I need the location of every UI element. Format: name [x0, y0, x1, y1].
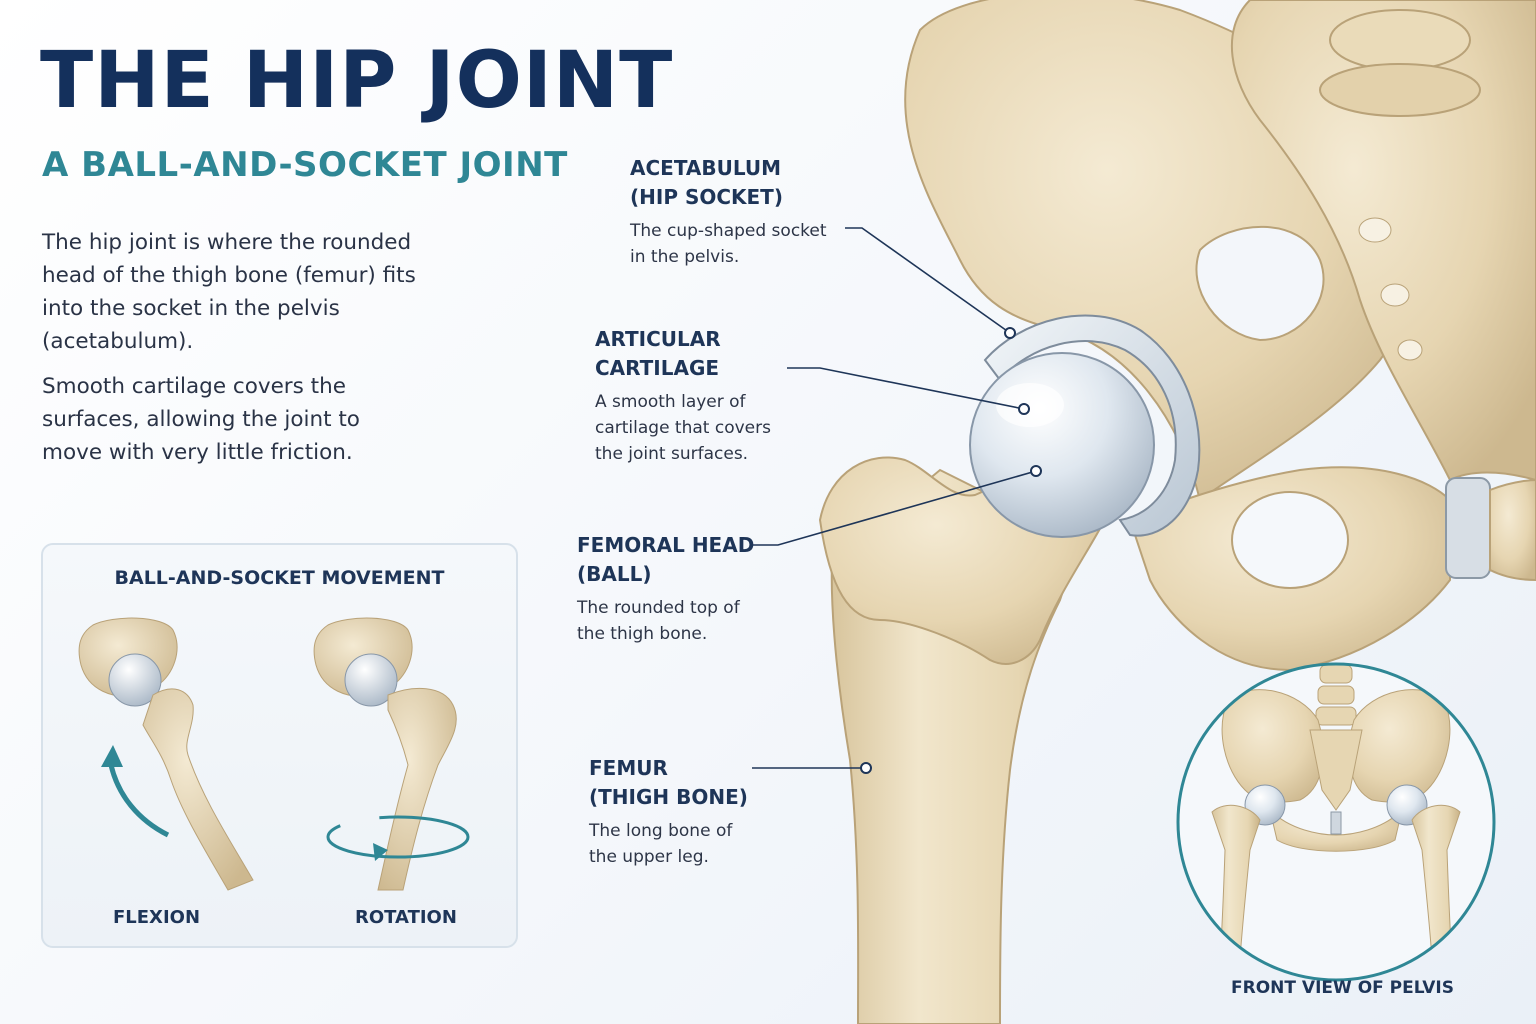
flexion-figure — [78, 617, 254, 891]
sacroiliac-foramen — [1195, 225, 1325, 342]
label-cartilage: ARTICULAR CARTILAGE A smooth layer of ca… — [595, 325, 771, 467]
leader-acetabulum — [845, 227, 1011, 334]
label-femur-title: FEMUR (THIGH BONE) — [589, 756, 748, 809]
label-cartilage-title: ARTICULAR CARTILAGE — [595, 327, 721, 380]
label-femoral-head-title: FEMORAL HEAD (BALL) — [577, 533, 755, 586]
label-femur: FEMUR (THIGH BONE) The long bone of the … — [589, 754, 748, 870]
leader-femoral-head — [752, 470, 1037, 546]
leader-cartilage — [787, 367, 1025, 410]
intro-paragraph-1: The hip joint is where the rounded head … — [42, 230, 416, 354]
femoral-head — [969, 352, 1155, 538]
page-title: THE HIP JOINT — [40, 36, 674, 126]
inset-caption: FRONT VIEW OF PELVIS — [1231, 978, 1454, 998]
front-pelvis-inset — [1178, 664, 1494, 980]
label-femur-desc: The long bone of the upper leg. — [589, 821, 733, 867]
movement-panel: BALL-AND-SOCKET MOVEMENT FLEXION — [41, 543, 518, 948]
rotation-label: ROTATION — [355, 907, 457, 928]
label-acetabulum-desc: The cup-shaped socket in the pelvis. — [630, 221, 827, 267]
label-femoral-head-desc: The rounded top of the thigh bone. — [577, 598, 740, 644]
intro-paragraph-2: Smooth cartilage covers the surfaces, al… — [42, 374, 360, 465]
flexion-arrow — [108, 764, 170, 838]
label-cartilage-desc: A smooth layer of cartilage that covers … — [595, 392, 771, 464]
acetabulum-cartilage — [983, 314, 1201, 537]
flexion-label: FLEXION — [113, 907, 201, 928]
label-femoral-head: FEMORAL HEAD (BALL) The rounded top of t… — [577, 531, 754, 647]
page-subtitle: A BALL-AND-SOCKET JOINT — [42, 145, 568, 185]
rotation-figure — [313, 617, 470, 891]
label-acetabulum: ACETABULUM (HIP SOCKET) The cup-shaped s… — [630, 154, 827, 270]
rotation-arrow — [326, 815, 470, 859]
label-acetabulum-title: ACETABULUM (HIP SOCKET) — [630, 156, 783, 209]
movement-panel-title: BALL-AND-SOCKET MOVEMENT — [114, 567, 445, 589]
movement-illustrations — [78, 617, 470, 891]
pubic-symphysis — [1445, 477, 1491, 579]
